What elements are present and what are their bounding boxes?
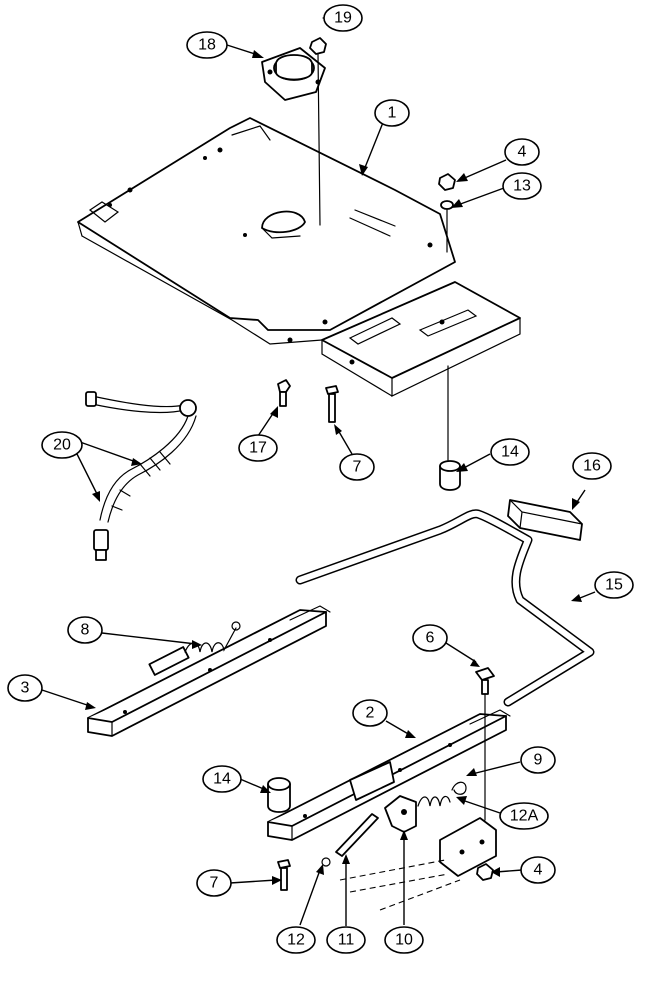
svg-text:4: 4 — [534, 862, 543, 879]
spacer-14-lower — [267, 777, 291, 813]
callout-14-upper: 14 — [490, 438, 530, 466]
latch-lever-10 — [384, 795, 417, 833]
svg-text:6: 6 — [426, 630, 435, 647]
svg-text:14: 14 — [213, 771, 231, 788]
callout-8: 8 — [67, 616, 103, 644]
callout-15: 15 — [594, 571, 634, 599]
callout-16: 16 — [572, 452, 612, 480]
nut-4-top — [438, 173, 456, 191]
svg-text:4: 4 — [518, 144, 527, 161]
spring-12a — [417, 795, 451, 807]
seat-slide-plate — [321, 281, 521, 397]
callout-11: 11 — [326, 926, 366, 954]
svg-text:9: 9 — [534, 752, 543, 769]
callout-7-upper: 7 — [339, 453, 375, 481]
callout-19: 19 — [323, 4, 363, 32]
assembly-lines — [339, 859, 461, 911]
callout-9: 9 — [520, 746, 556, 774]
svg-text:10: 10 — [395, 932, 413, 949]
callout-3: 3 — [7, 674, 43, 702]
svg-text:18: 18 — [198, 37, 216, 54]
callout-leaders — [41, 13, 596, 926]
callout-18: 18 — [186, 31, 228, 59]
svg-text:15: 15 — [605, 577, 623, 594]
pin-11 — [335, 813, 379, 857]
callout-7-lower: 7 — [196, 869, 232, 897]
handle-grip-16 — [507, 499, 583, 541]
callout-14-lower: 14 — [202, 765, 242, 793]
nut-19 — [309, 37, 327, 226]
bolt-7-upper — [325, 385, 339, 423]
svg-text:1: 1 — [388, 105, 397, 122]
callout-4-top: 4 — [504, 138, 540, 166]
svg-text:11: 11 — [338, 932, 355, 949]
nut-4-lower — [476, 863, 494, 881]
svg-text:13: 13 — [513, 178, 531, 195]
svg-text:12: 12 — [287, 932, 305, 949]
callout-12a: 12A — [499, 802, 549, 830]
latch-bracket — [439, 817, 497, 877]
slide-rail-2 — [267, 709, 511, 841]
svg-text:7: 7 — [210, 875, 219, 892]
seat-base-plate — [77, 117, 456, 345]
svg-text:16: 16 — [583, 458, 601, 475]
callout-10: 10 — [384, 926, 424, 954]
callout-20: 20 — [41, 431, 83, 459]
svg-text:8: 8 — [81, 622, 90, 639]
svg-text:2: 2 — [366, 705, 375, 722]
callout-4-lower: 4 — [520, 856, 556, 884]
bolt-7-lower — [277, 859, 291, 891]
callout-6: 6 — [412, 624, 448, 652]
svg-text:12A: 12A — [510, 808, 539, 825]
svg-text:7: 7 — [353, 459, 362, 476]
slide-rail-3 — [87, 605, 331, 737]
callout-12: 12 — [276, 926, 316, 954]
handle-bar-15 — [295, 509, 595, 707]
bumper-18 — [261, 47, 326, 101]
wire-harness-20 — [85, 391, 197, 561]
callout-2: 2 — [352, 699, 388, 727]
pin-9 — [451, 781, 467, 795]
bolt-17 — [277, 379, 291, 407]
callout-17: 17 — [238, 434, 278, 462]
callout-13: 13 — [502, 172, 542, 200]
callout-1: 1 — [374, 99, 410, 127]
svg-text:14: 14 — [501, 444, 519, 461]
washer-13 — [440, 200, 454, 253]
svg-text:20: 20 — [53, 437, 71, 454]
bolt-6 — [475, 667, 495, 821]
svg-text:17: 17 — [249, 440, 267, 457]
clip-12 — [321, 857, 331, 867]
spacer-14-upper — [439, 365, 461, 491]
svg-text:3: 3 — [21, 680, 30, 697]
svg-text:19: 19 — [334, 10, 352, 27]
